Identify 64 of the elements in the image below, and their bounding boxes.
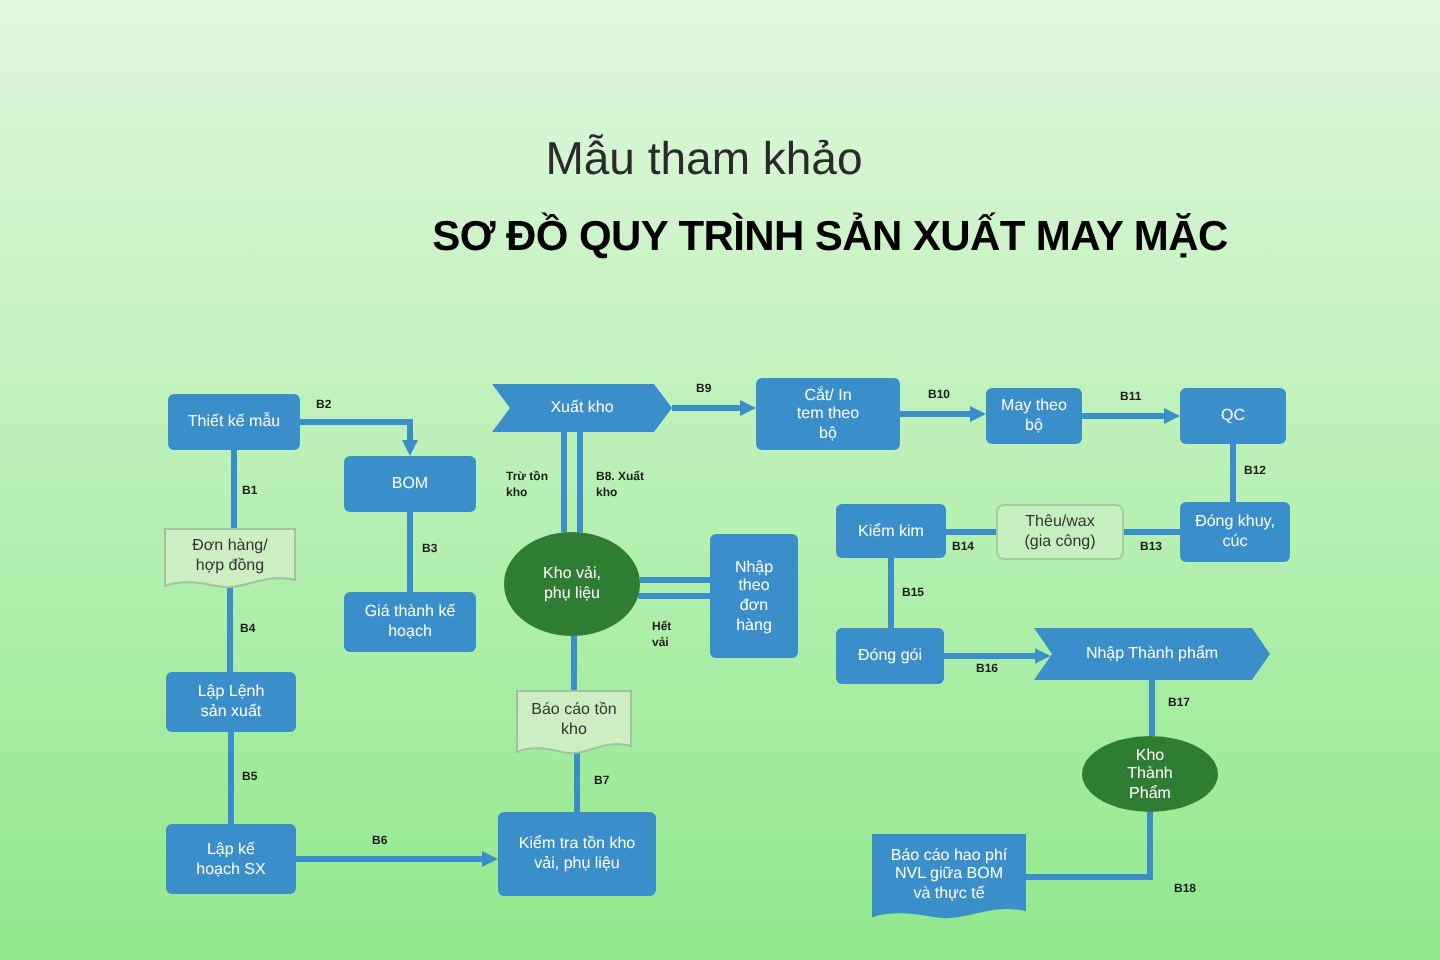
document-shape [872,834,1026,920]
connector-line [1026,812,1153,880]
chevron-step [492,384,672,432]
document-shape [516,690,632,756]
step-label: Lập kế hoạch SX [194,839,268,879]
connector-line [574,752,580,812]
title: SƠ ĐỒ QUY TRÌNH SẢN XUẤT MAY MẶC [432,210,1228,264]
arrow [296,851,498,867]
process-box [996,504,1124,560]
process-box [836,628,944,684]
step-label: Kho Thành Phẩm [1125,745,1175,803]
step-label: QC [1221,406,1245,426]
arrow [900,406,986,422]
connector-line [888,558,894,628]
process-box [836,504,946,558]
connector-line [638,593,710,599]
step-label: Đơn hàng/ hợp đồng [190,536,270,576]
arrow [300,419,418,456]
connector-line [577,432,583,533]
step-label: Cắt/ In tem theo bộ [794,385,862,443]
connector-line [227,586,233,672]
process-box [344,592,476,652]
step-label: Nhập theo đơn hàng [732,557,776,635]
process-box [1180,388,1286,444]
chevron-step [1034,628,1270,680]
step-label: Đóng gói [857,646,923,666]
step-label: Thiết kế mẫu [187,412,281,432]
process-box [756,378,900,450]
step-label: Báo cáo tồn kho [530,700,618,740]
step-label: Xuất kho [550,398,614,418]
step-label: Kho vải, phụ liệu [541,564,603,604]
step-label: Thêu/wax (gia công) [1022,512,1098,552]
connector-line [561,432,567,533]
step-label: Nhập Thành phẩm [1085,644,1219,664]
step-label: Kiểm tra tồn kho vải, phụ liệu [517,834,637,874]
connector-line [228,732,234,824]
process-box [498,812,656,896]
step-label: BOM [391,474,429,494]
step-label: Kiểm kim [858,521,924,541]
process-box [168,394,300,450]
connector-line [946,529,996,535]
process-box [166,824,296,894]
connector-line [1230,444,1236,502]
step-label: Báo cáo hao phí NVL giữa BOM và thực tế [888,845,1010,903]
step-label: May theo bộ [999,396,1069,436]
connector-line [1149,680,1155,736]
process-box [344,456,476,512]
connector-line [639,577,710,583]
process-box [710,534,798,658]
step-label: Lập Lệnh sản xuất [195,682,267,722]
step-label: Đóng khuy, cúc [1195,512,1275,552]
process-box [166,672,296,732]
connector-line [571,636,577,690]
connector-line [407,512,413,592]
arrow [672,400,756,416]
connector-line [1124,529,1180,535]
arrow [1082,408,1180,424]
subtitle: Mẫu tham khảo [545,130,863,188]
arrow [944,648,1051,664]
connector-line [231,450,237,528]
process-box [1180,502,1290,562]
step-label: Giá thành kế hoạch [362,602,458,642]
process-box [986,388,1082,444]
document-shape [164,528,296,590]
